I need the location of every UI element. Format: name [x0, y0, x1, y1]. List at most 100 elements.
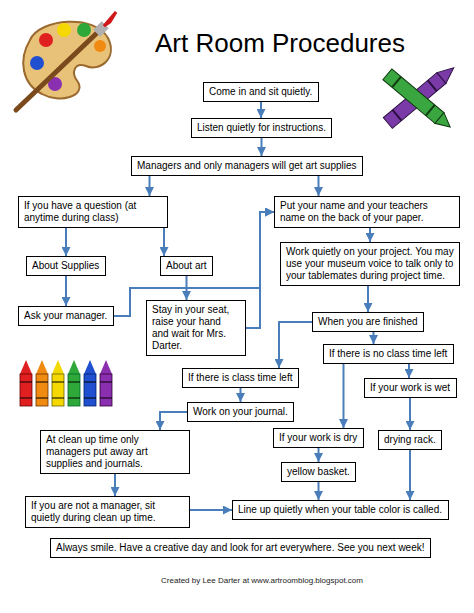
flow-arrow: [373, 332, 375, 344]
flow-arrow: [240, 388, 242, 402]
box-text: Work on your journal.: [193, 406, 288, 418]
paint-palette: [39, 33, 53, 47]
crayon-row: [20, 374, 32, 406]
crayon-row: [36, 360, 48, 374]
process-box: At clean up time only managers put away …: [40, 430, 190, 474]
flow-arrow: [343, 364, 345, 428]
flow-arrow: [114, 474, 116, 496]
process-box: If your work is dry: [273, 428, 364, 448]
process-box: If there is class time left: [182, 368, 299, 388]
crossed-crayons: [383, 69, 455, 132]
box-text: If you have a question (at anytime durin…: [24, 200, 162, 224]
box-text: If there is no class time left: [329, 348, 448, 360]
box-text: Always smile. Have a creative day and lo…: [56, 542, 425, 554]
process-box: About art: [160, 256, 213, 276]
process-box: If your work is wet: [364, 378, 457, 398]
crayon-row: [100, 374, 112, 406]
flow-arrow: [160, 412, 187, 430]
box-text: If your work is wet: [370, 382, 451, 394]
process-box: Line up quietly when your table color is…: [232, 500, 449, 520]
box-text: Put your name and your teachers name on …: [280, 200, 454, 224]
paint-palette: [57, 23, 71, 37]
box-text: If your work is dry: [279, 432, 358, 444]
flow-arrow: [318, 448, 320, 462]
crayon-row: [20, 360, 32, 374]
box-text: drying rack.: [384, 434, 436, 446]
process-box: Always smile. Have a creative day and lo…: [50, 538, 431, 558]
crossed-crayons: [428, 80, 437, 91]
box-text: yellow basket.: [287, 466, 350, 478]
crayon-row: [68, 374, 80, 406]
flow-arrow: [367, 286, 369, 312]
flow-arrow: [149, 176, 151, 196]
paint-palette: [94, 40, 106, 52]
process-box: Come in and sit quietly.: [203, 82, 319, 102]
flow-arrow: [318, 482, 320, 500]
process-box: About Supplies: [26, 256, 106, 276]
crossed-crayons: [383, 62, 458, 132]
box-text: If there is class time left: [188, 372, 293, 384]
crayon-row: [84, 360, 96, 374]
flow-arrow: [190, 509, 232, 511]
flow-arrow: [65, 228, 67, 256]
box-text: Managers and only managers will get art …: [137, 160, 357, 172]
flow-arrow: [409, 398, 411, 430]
process-box: Work quietly on your project. You may us…: [280, 242, 460, 286]
flow-arrow: [65, 276, 67, 306]
process-box: Ask your manager.: [18, 306, 114, 326]
box-text: Work quietly on your project. You may us…: [286, 246, 454, 282]
crossed-crayons: [392, 77, 401, 88]
flow-arrow: [163, 228, 165, 256]
crayon-row: [52, 374, 64, 406]
crayon-row: [20, 381, 112, 382]
process-box: If you have a question (at anytime durin…: [18, 196, 168, 228]
crossed-crayons: [437, 62, 458, 83]
box-text: At clean up time only managers put away …: [46, 434, 184, 470]
box-text: Stay in your seat, raise your hand and w…: [152, 304, 240, 352]
crayon-row: [68, 360, 80, 374]
crossed-crayons: [435, 113, 455, 133]
process-box: drying rack.: [378, 430, 442, 450]
flow-arrow: [260, 102, 262, 118]
box-text: About art: [166, 260, 207, 272]
crayon-row: [84, 374, 96, 406]
process-box: Work on your journal.: [187, 402, 294, 422]
process-box: If you are not a manager, sit quietly du…: [25, 496, 190, 528]
box-text: If you are not a manager, sit quietly du…: [31, 500, 184, 524]
credit-note: Created by Lee Darter at www.artroomblog…: [161, 576, 363, 586]
crayon-row: [20, 397, 112, 398]
box-text: About Supplies: [32, 260, 100, 272]
crossed-crayons: [426, 105, 435, 116]
box-text: Listen quietly for instructions.: [197, 122, 326, 134]
flow-arrow: [408, 364, 410, 378]
process-box: Managers and only managers will get art …: [131, 156, 363, 176]
flow-arrow: [369, 228, 371, 242]
process-box: If there is no class time left: [323, 344, 454, 364]
process-box: yellow basket.: [281, 462, 356, 482]
box-text: Line up quietly when your table color is…: [238, 504, 443, 516]
flow-arrow: [246, 212, 274, 328]
flow-arrow: [279, 322, 312, 368]
flow-arrow: [261, 138, 263, 156]
title: Art Room Procedures: [100, 28, 460, 58]
box-text: Come in and sit quietly.: [209, 86, 313, 98]
crayon-row: [36, 374, 48, 406]
box-text: When you are finished: [318, 316, 418, 328]
crossed-crayons: [383, 69, 444, 123]
crossed-crayons: [393, 110, 402, 121]
paint-brush: [16, 12, 116, 110]
flow-arrow: [409, 450, 411, 500]
paint-palette: [77, 23, 91, 37]
process-box: Stay in your seat, raise your hand and w…: [146, 300, 246, 356]
crayon-row: [20, 360, 112, 406]
process-box: When you are finished: [312, 312, 424, 332]
process-box: Listen quietly for instructions.: [191, 118, 332, 138]
crayon-row: [52, 360, 64, 374]
flow-arrow: [318, 176, 320, 196]
box-text: Ask your manager.: [24, 310, 108, 322]
paint-brush: [16, 32, 98, 110]
paint-palette: [30, 56, 44, 70]
crayon-row: [100, 360, 112, 374]
process-box: Put your name and your teachers name on …: [274, 196, 460, 228]
